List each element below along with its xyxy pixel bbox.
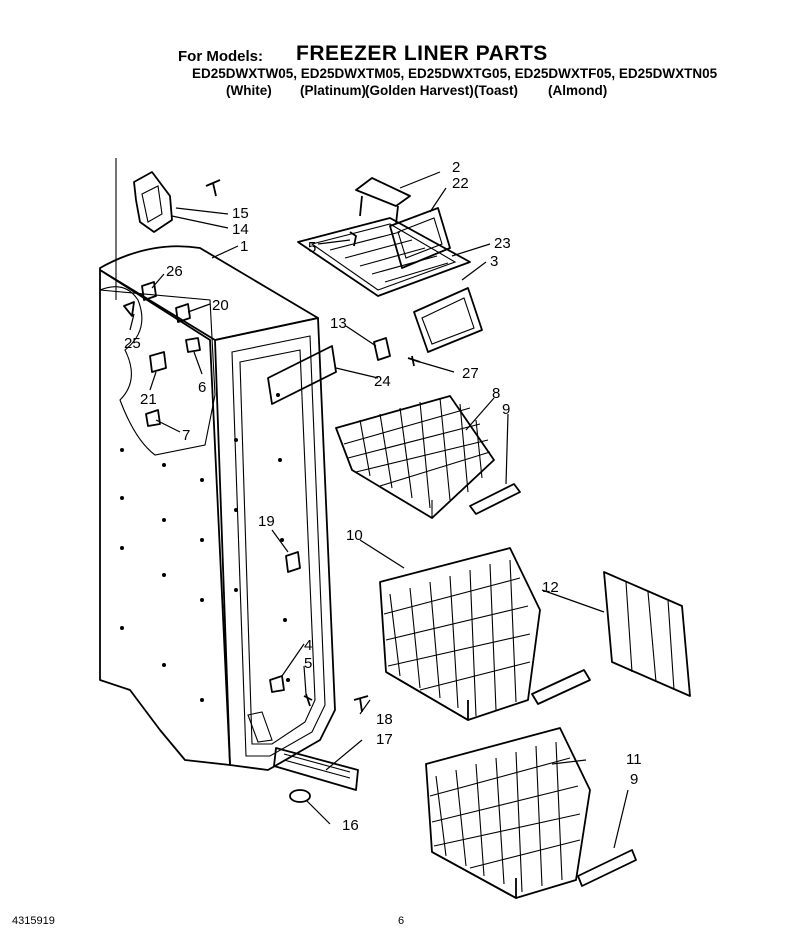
- callout-25: 25: [124, 335, 141, 352]
- liner-components: [123, 281, 201, 427]
- trim-9-upper: [469, 483, 521, 515]
- model-numbers: ED25DWXTW05, ED25DWXTM05, ED25DWXTG05, E…: [192, 66, 718, 81]
- page-number: 6: [398, 915, 405, 927]
- color-golden-harvest: (Golden Harvest): [365, 83, 474, 98]
- color-platinum: (Platinum): [300, 83, 366, 98]
- callout-17: 17: [376, 731, 393, 748]
- callout-4: 4: [304, 637, 312, 654]
- callout-14: 14: [232, 221, 249, 238]
- leader-lines: [129, 171, 629, 849]
- color-toast: (Toast): [474, 83, 518, 98]
- divider-12: [603, 571, 691, 697]
- callout-22: 22: [452, 175, 469, 192]
- callout-12: 12: [542, 579, 559, 596]
- callout-10: 10: [346, 527, 363, 544]
- page-title: FREEZER LINER PARTS: [296, 42, 548, 65]
- callout-23: 23: [494, 235, 511, 252]
- top-bracket: [115, 158, 221, 300]
- trim-mid: [531, 669, 591, 705]
- lower-parts: [269, 551, 369, 803]
- callout-9-upper: 9: [502, 401, 510, 418]
- callout-18: 18: [376, 711, 393, 728]
- callout-2: 2: [452, 159, 460, 176]
- for-models-label: For Models:: [178, 48, 263, 65]
- callout-labels: 1 2 3 4 5 5 6 7 8 9 9 10 11 12 13 14 15 …: [124, 159, 642, 834]
- color-almond: (Almond): [548, 83, 608, 98]
- basket-10: [379, 547, 541, 721]
- callout-9-lower: 9: [630, 771, 638, 788]
- callout-13: 13: [330, 315, 347, 332]
- callout-21: 21: [140, 391, 157, 408]
- freezer-liner: [99, 245, 336, 771]
- callout-19: 19: [258, 513, 275, 530]
- callout-3: 3: [490, 253, 498, 270]
- callout-15: 15: [232, 205, 249, 222]
- callout-27: 27: [462, 365, 479, 382]
- callout-8: 8: [492, 385, 500, 402]
- callout-5-lower: 5: [304, 655, 312, 672]
- callout-16: 16: [342, 817, 359, 834]
- trim-9-lower: [577, 849, 637, 887]
- callout-26: 26: [166, 263, 183, 280]
- color-white: (White): [226, 83, 272, 98]
- callout-1: 1: [240, 238, 248, 255]
- basket-8: [335, 395, 495, 519]
- document-number: 4315919: [12, 915, 55, 927]
- clip-13: [373, 337, 421, 367]
- callout-20: 20: [212, 297, 229, 314]
- basket-11: [425, 727, 591, 899]
- callout-24: 24: [374, 373, 391, 390]
- top-shelf-assembly: [297, 177, 483, 353]
- trim-strip-24: [267, 345, 337, 405]
- callout-5-upper: 5: [308, 239, 316, 256]
- callout-7: 7: [182, 427, 190, 444]
- callout-6: 6: [198, 379, 206, 396]
- callout-11: 11: [626, 751, 642, 768]
